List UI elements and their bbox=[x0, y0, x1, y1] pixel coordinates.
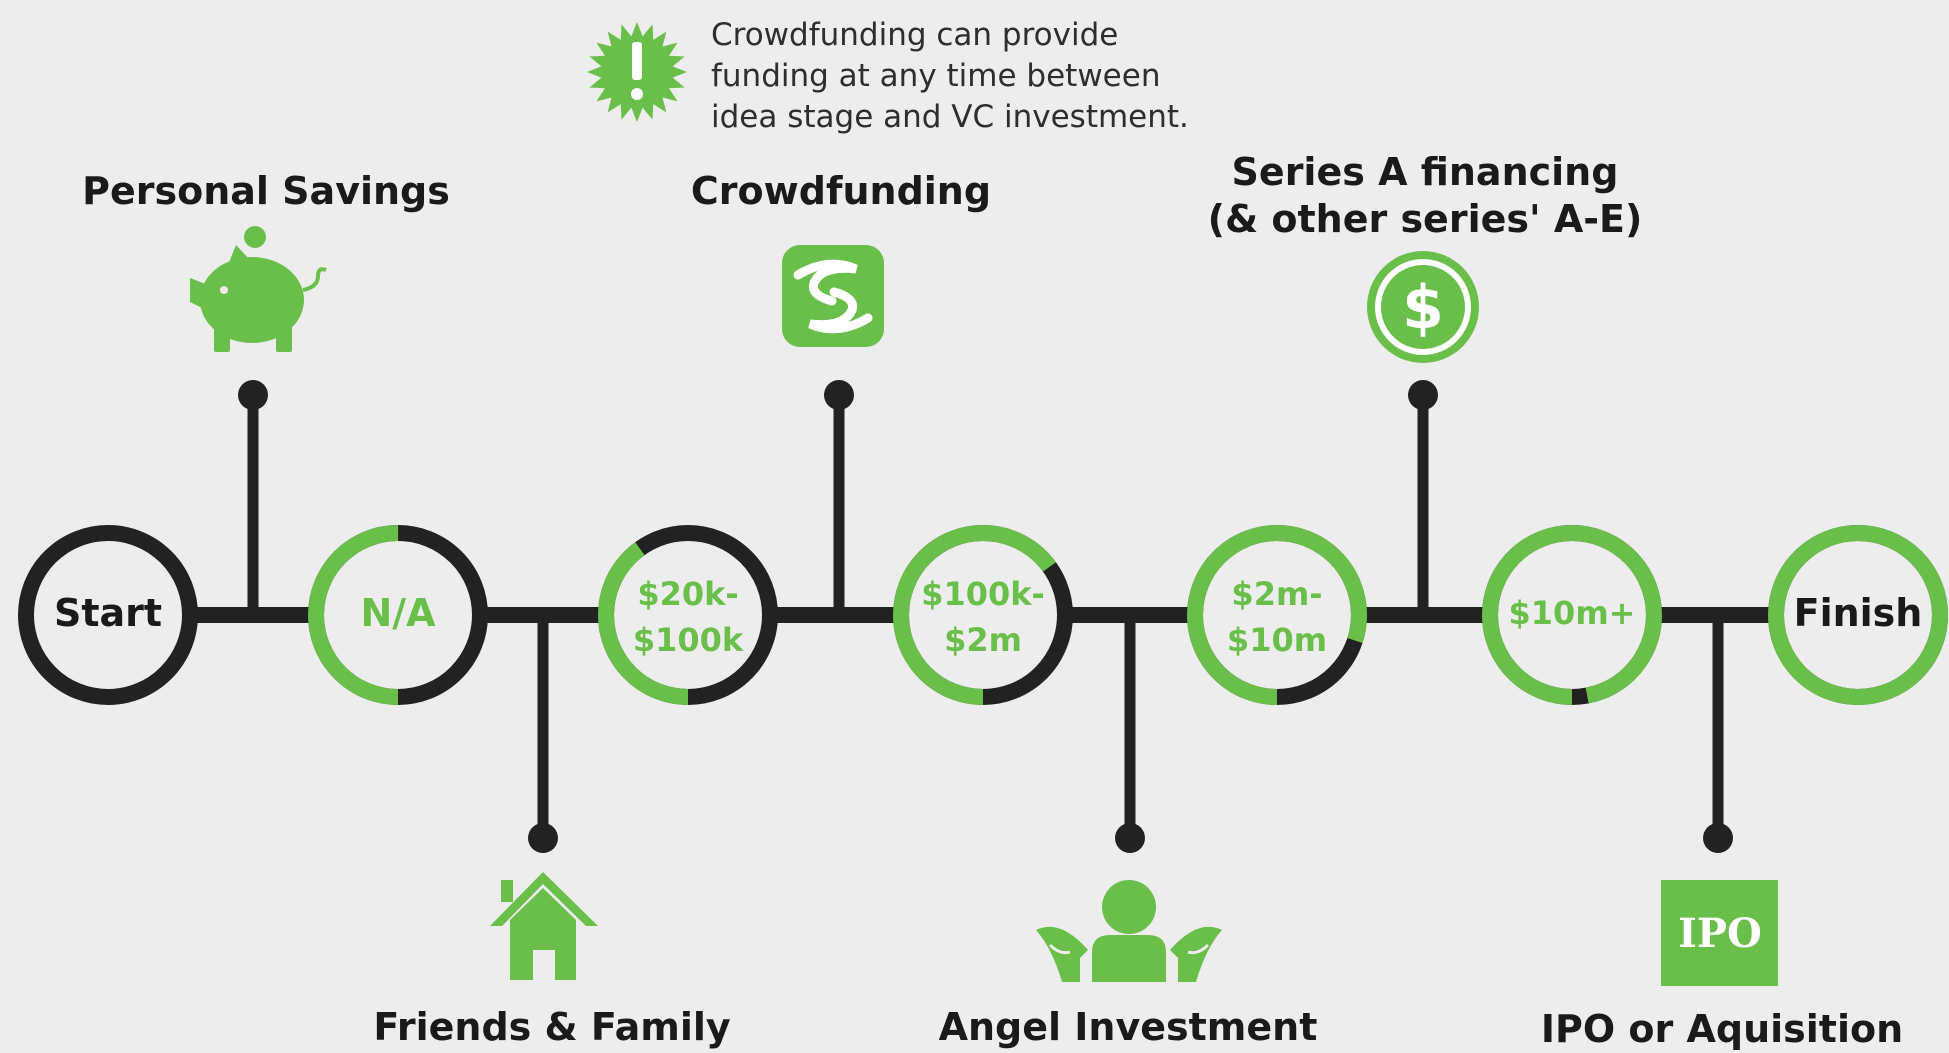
node-progress-arc bbox=[1768, 525, 1948, 705]
node-2m-text: $2m- $10m bbox=[1187, 571, 1367, 663]
node-10m-text: $10m+ bbox=[1482, 590, 1662, 636]
node-2m-line-1: $2m- bbox=[1231, 575, 1323, 613]
node-ring-na bbox=[308, 525, 488, 705]
piggy-bank-icon bbox=[190, 226, 327, 352]
exclamation-bar bbox=[632, 42, 642, 80]
node-start-text: Start bbox=[18, 590, 198, 636]
note-line-2: funding at any time between bbox=[711, 58, 1161, 94]
node-na-label: N/A bbox=[360, 591, 436, 635]
alert-starburst-icon bbox=[587, 22, 687, 122]
stage-label-series-a-line-2: (& other series' A-E) bbox=[1207, 197, 1643, 241]
note-line-1: Crowdfunding can provide bbox=[711, 17, 1119, 53]
node-finish-text: Finish bbox=[1768, 590, 1948, 636]
dollar-coin-icon: $ bbox=[1367, 251, 1479, 363]
node-20k-line-2: $100k bbox=[632, 621, 744, 659]
node-20k-line-1: $20k- bbox=[637, 575, 739, 613]
stage-label-ipo: IPO or Aquisition bbox=[1540, 1007, 1904, 1051]
connector-dot-angel-investment bbox=[1115, 823, 1145, 853]
node-ring-start bbox=[18, 525, 198, 705]
connector-dot-series-a bbox=[1408, 380, 1438, 410]
stage-label-friends-family: Friends & Family bbox=[373, 1005, 731, 1049]
connector-dot-personal-savings bbox=[238, 380, 268, 410]
node-start-label: Start bbox=[53, 591, 163, 635]
timeline-connectors bbox=[238, 380, 1733, 853]
node-finish-label: Finish bbox=[1793, 591, 1923, 635]
node-ring-base bbox=[18, 525, 198, 705]
node-progress-arc bbox=[598, 525, 778, 705]
node-ring-s10m bbox=[1482, 525, 1662, 705]
stage-label-angel-investment: Angel Investment bbox=[938, 1005, 1318, 1049]
note-line-3: idea stage and VC investment. bbox=[711, 99, 1189, 135]
exclamation-dot bbox=[631, 88, 643, 100]
connector-dot-crowdfunding bbox=[824, 380, 854, 410]
timeline-rings bbox=[18, 525, 1948, 705]
node-ring-s20k bbox=[598, 525, 778, 705]
node-progress-arc bbox=[1482, 525, 1662, 705]
ipo-box-label: IPO bbox=[1678, 910, 1762, 957]
node-na-text: N/A bbox=[308, 590, 488, 636]
connector-dot-friends-family bbox=[528, 823, 558, 853]
node-ring-s2m bbox=[1187, 525, 1367, 705]
angel-icon bbox=[1036, 880, 1222, 982]
node-ring-s100k bbox=[893, 525, 1073, 705]
node-progress-arc bbox=[893, 525, 1073, 705]
node-progress-arc bbox=[308, 525, 488, 705]
node-progress-arc bbox=[1187, 525, 1367, 705]
node-100k-text: $100k- $2m bbox=[893, 571, 1073, 663]
node-20k-text: $20k- $100k bbox=[598, 571, 778, 663]
house-icon bbox=[490, 872, 598, 980]
stage-label-personal-savings: Personal Savings bbox=[82, 169, 450, 213]
ipo-box-icon: IPO bbox=[1661, 880, 1778, 986]
node-ring-finish bbox=[1768, 525, 1948, 705]
stage-label-series-a-line-1: Series A financing bbox=[1231, 150, 1619, 194]
crowdfunding-note: Crowdfunding can provide funding at any … bbox=[711, 15, 1189, 138]
stage-label-crowdfunding: Crowdfunding bbox=[690, 169, 992, 213]
node-100k-line-1: $100k- bbox=[921, 575, 1045, 613]
svg-text:$: $ bbox=[1402, 273, 1444, 343]
crowdfunding-logo-icon bbox=[782, 245, 884, 347]
node-10m-label: $10m+ bbox=[1508, 594, 1636, 632]
node-100k-line-2: $2m bbox=[944, 621, 1022, 659]
connector-dot-ipo bbox=[1703, 823, 1733, 853]
node-2m-line-2: $10m bbox=[1226, 621, 1328, 659]
